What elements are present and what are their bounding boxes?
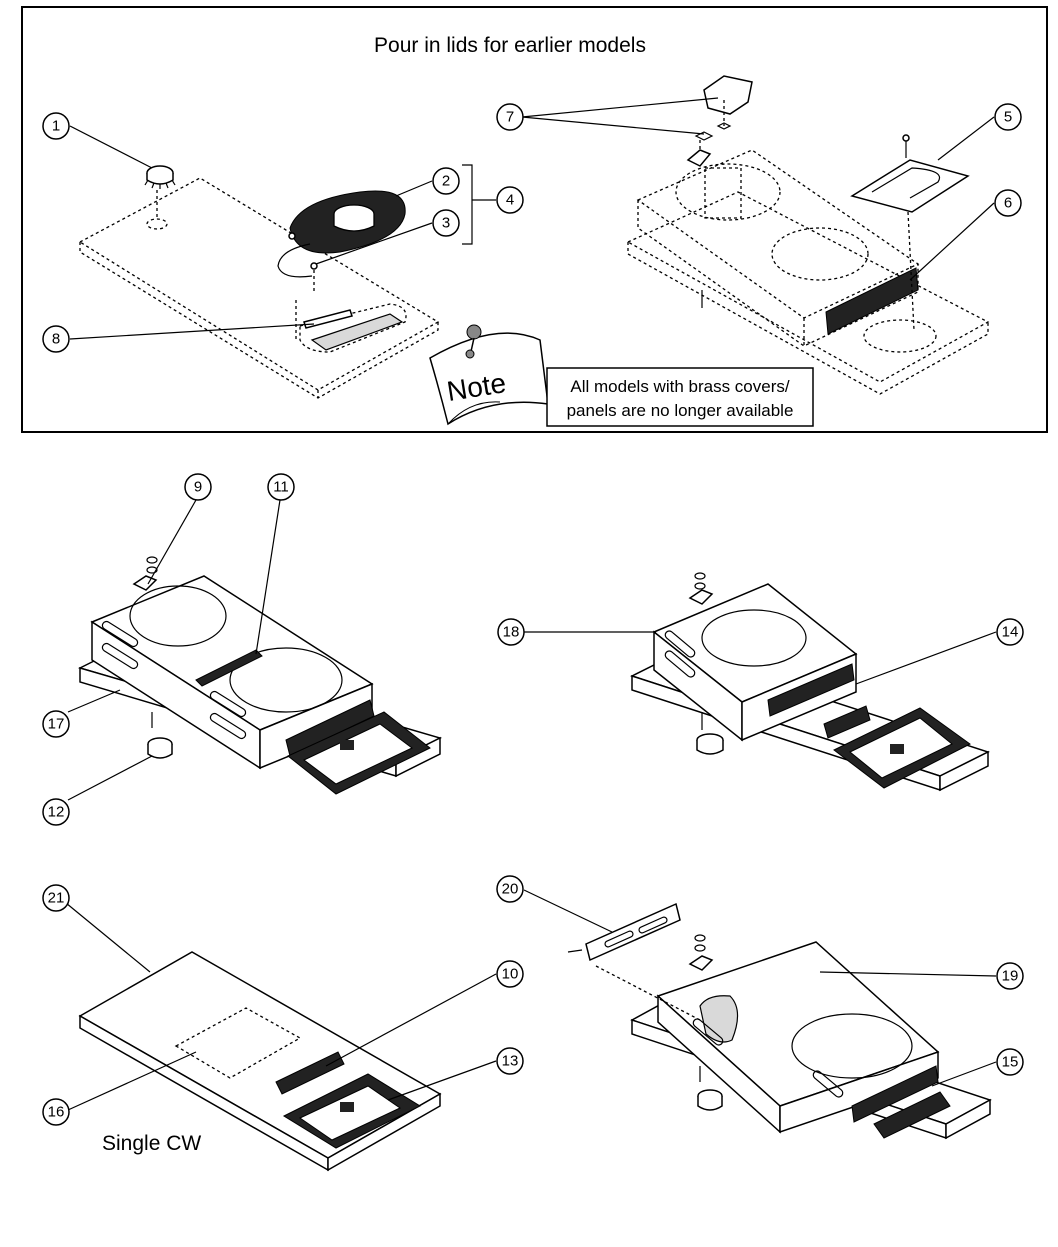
leaders-mid-left (67, 499, 281, 801)
callout-7-number: 7 (506, 109, 514, 126)
lid-assembly-b (630, 572, 990, 792)
speaker-assembly (277, 190, 406, 292)
callout-6-number: 6 (1004, 195, 1012, 212)
callout-7: 7 (496, 103, 524, 131)
callout-10-number: 10 (502, 966, 519, 983)
leaders-bottom-left (65, 902, 497, 1111)
callout-18-number: 18 (503, 624, 520, 641)
callout-15-number: 15 (1002, 1054, 1019, 1071)
callout-4-number: 4 (506, 192, 514, 209)
callout-11: 11 (267, 473, 295, 501)
callout-10: 10 (496, 960, 524, 988)
callout-16-number: 16 (48, 1104, 65, 1121)
callout-14-number: 14 (1002, 624, 1019, 641)
callout-17-number: 17 (48, 716, 65, 733)
callout-3-number: 3 (442, 215, 450, 232)
callout-13: 13 (496, 1047, 524, 1075)
callout-9-number: 9 (194, 479, 202, 496)
callout-1-number: 1 (52, 118, 60, 135)
cover-plate-5 (850, 134, 970, 331)
callout-2-number: 2 (442, 173, 450, 190)
single-cw-lid (78, 951, 442, 1172)
callout-8: 8 (42, 325, 70, 353)
bracket-plate-20 (567, 902, 701, 1021)
callout-19-number: 19 (1002, 968, 1019, 985)
callout-21: 21 (42, 884, 70, 912)
earlier-models-frame (21, 6, 1048, 433)
callout-21-number: 21 (48, 890, 65, 907)
callout-14: 14 (996, 618, 1024, 646)
callout-15: 15 (996, 1048, 1024, 1076)
frame-title: Pour in lids for earlier models (374, 34, 646, 57)
callout-8-number: 8 (52, 331, 60, 348)
callout-2: 2 (432, 167, 460, 195)
lid-assembly-c (630, 934, 992, 1140)
callout-4: 4 (496, 186, 524, 214)
callout-1: 1 (42, 112, 70, 140)
callout-19: 19 (996, 962, 1024, 990)
callout-13-number: 13 (502, 1053, 519, 1070)
callout-20-number: 20 (502, 881, 519, 898)
pushpin-icon (465, 324, 482, 359)
fill-cap (144, 165, 176, 189)
note-line-1: All models with brass covers/ (570, 377, 789, 396)
callout-5: 5 (994, 103, 1022, 131)
callout-16: 16 (42, 1098, 70, 1126)
leaders-mid-right (524, 631, 997, 685)
callout-11-number: 11 (273, 479, 289, 496)
note-sticker: Note (429, 324, 549, 426)
earlier-lid-right (626, 149, 990, 395)
leaders-top (69, 97, 995, 340)
conduit-clamp-7 (686, 75, 753, 167)
leaders-bottom-right (523, 889, 997, 1087)
note-box (546, 367, 814, 427)
callout-9: 9 (184, 473, 212, 501)
single-cw-label: Single CW (102, 1132, 201, 1155)
earlier-lid-left (78, 177, 440, 399)
note-line-2: panels are no longer available (567, 401, 794, 420)
callout-20: 20 (496, 875, 524, 903)
callout-3: 3 (432, 209, 460, 237)
lid-assembly-a (77, 556, 443, 795)
label-plate (295, 300, 404, 351)
callout-12: 12 (42, 798, 70, 826)
callout-18: 18 (497, 618, 525, 646)
callout-5-number: 5 (1004, 109, 1012, 126)
callout-17: 17 (42, 710, 70, 738)
callout-12-number: 12 (48, 804, 65, 821)
callout-6: 6 (994, 189, 1022, 217)
warning-label-6 (825, 267, 919, 335)
